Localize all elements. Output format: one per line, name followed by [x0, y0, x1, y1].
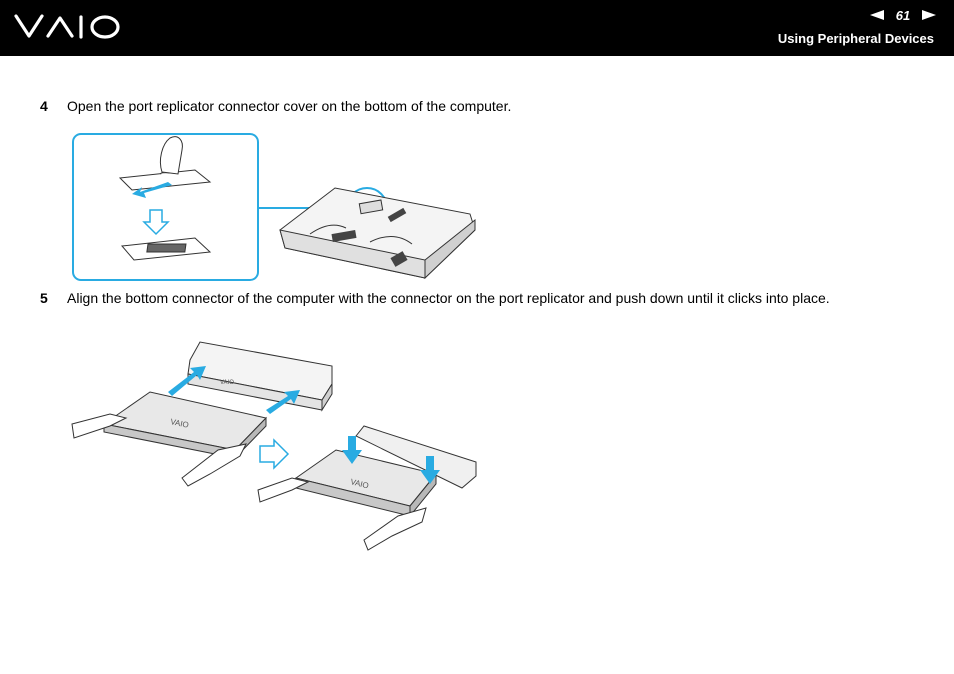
finger-icon	[159, 136, 183, 175]
svg-text:VAIO: VAIO	[350, 477, 370, 490]
step-text: Open the port replicator connector cover…	[67, 98, 512, 114]
hand-icon	[257, 477, 310, 503]
next-page-icon[interactable]	[922, 10, 936, 20]
hand-icon	[71, 413, 128, 439]
right-arrow-icon	[259, 438, 290, 470]
insert-arrow-icon	[266, 390, 300, 414]
page-number: 61	[895, 7, 911, 23]
port-replicator: VAIO	[187, 341, 333, 412]
slide-arrow-icon	[132, 182, 172, 198]
hand-icon	[181, 443, 247, 487]
hand-icon	[363, 507, 427, 551]
push-down-arrow-icon	[420, 456, 440, 484]
step-text: Align the bottom connector of the comput…	[67, 290, 830, 306]
page-header: 61 Using Peripheral Devices	[0, 0, 954, 56]
svg-text:VAIO: VAIO	[220, 380, 234, 386]
insert-arrow-icon	[168, 366, 206, 396]
step-5: 5 Align the bottom connector of the comp…	[40, 288, 920, 328]
vaio-logo	[14, 14, 120, 39]
page-navigation: 61	[870, 6, 936, 24]
step-number: 4	[40, 98, 48, 114]
push-down-arrow-icon	[342, 436, 362, 464]
docked-laptop: VAIO	[294, 425, 477, 518]
exposed-connector	[121, 237, 212, 261]
svg-text:VAIO: VAIO	[170, 417, 190, 430]
step-number: 5	[40, 290, 48, 306]
connector-cover-illustration	[72, 133, 476, 281]
laptop-bottom-view	[279, 187, 476, 280]
step-4: 4 Open the port replicator connector cov…	[40, 96, 920, 116]
docking-illustration: VAIO VAIO VAIO	[71, 341, 477, 551]
section-title: Using Peripheral Devices	[777, 31, 934, 46]
down-arrow-icon	[142, 209, 170, 236]
previous-page-icon[interactable]	[870, 10, 884, 20]
